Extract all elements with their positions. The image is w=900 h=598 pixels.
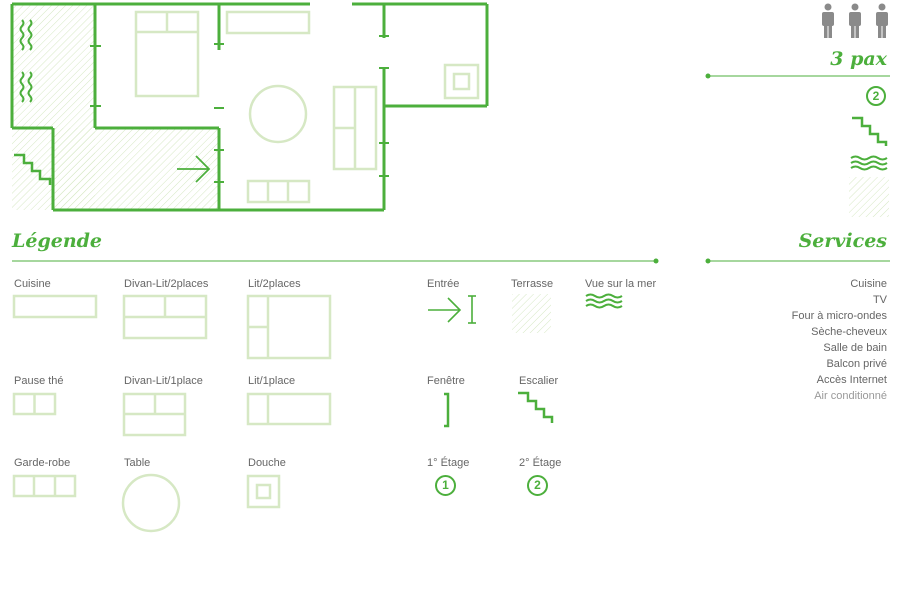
- header-divider: [705, 73, 890, 79]
- person-icon: [876, 3, 888, 38]
- furniture: [134, 10, 480, 204]
- floor-badge-number: 2: [872, 89, 880, 103]
- entrance-arrow-icon: [177, 155, 211, 183]
- window-symbol: [444, 392, 450, 428]
- service-item-unavailable: Air conditionné: [814, 390, 887, 402]
- entrance-symbol: [428, 295, 476, 324]
- occupancy-person-icons: [822, 3, 888, 38]
- legend-divider: [12, 258, 659, 264]
- service-item: Balcon privé: [826, 358, 887, 370]
- legend-label-fenetre: Fenêtre: [427, 375, 465, 387]
- stairs-icon: [852, 116, 888, 146]
- legend-label-escalier: Escalier: [519, 375, 559, 387]
- shower-symbol: [246, 474, 281, 509]
- legend-label-pause-the: Pause thé: [14, 375, 64, 387]
- sofa-bed-single-symbol: [122, 392, 187, 437]
- legend-label-etage-1: 1° Étage: [427, 457, 470, 469]
- person-icon: [822, 3, 834, 38]
- kitchen-symbol: [12, 294, 98, 319]
- service-item: TV: [872, 294, 887, 306]
- floor-badge: 2: [866, 86, 886, 106]
- floor-1-badge-number: 1: [442, 478, 449, 492]
- floor-1-badge: 1: [435, 475, 456, 496]
- double-bed-symbol: [246, 294, 332, 360]
- occupancy-label: 3 pax: [830, 48, 887, 70]
- floor-2-badge: 2: [527, 475, 548, 496]
- single-bed-symbol: [246, 392, 332, 426]
- service-item: Salle de bain: [823, 342, 887, 354]
- floor-2-badge-number: 2: [534, 478, 541, 492]
- tea-corner-symbol: [12, 392, 57, 416]
- service-item: Sèche-cheveux: [811, 326, 887, 338]
- legend-label-douche: Douche: [248, 457, 286, 469]
- terrace-icon: [849, 177, 889, 217]
- legend-label-entree: Entrée: [427, 278, 460, 290]
- wall-ticks: [90, 35, 389, 183]
- services-title: Services: [798, 230, 887, 252]
- sea-view-symbol: [585, 293, 623, 309]
- legend-label-lit-2: Lit/2places: [248, 278, 301, 290]
- legend-label-garde-robe: Garde-robe: [14, 457, 71, 469]
- stairs-symbol: [518, 391, 554, 423]
- legend-title: Légende: [12, 230, 103, 252]
- services-divider: [705, 258, 890, 264]
- legend-label-divan-lit-2: Divan-Lit/2places: [124, 278, 209, 290]
- sofa-bed-double-symbol: [122, 294, 208, 340]
- sea-view-icon: [19, 19, 33, 103]
- legend-label-cuisine: Cuisine: [14, 278, 51, 290]
- legend-label-etage-2: 2° Étage: [519, 457, 562, 469]
- service-item: Accès Internet: [816, 374, 887, 386]
- wardrobe-symbol: [12, 474, 77, 498]
- legend-label-vue-mer: Vue sur la mer: [585, 278, 657, 290]
- legend-label-table: Table: [124, 457, 151, 469]
- service-item: Four à micro-ondes: [791, 310, 887, 322]
- sea-view-icon: [850, 155, 888, 171]
- legend-label-divan-lit-1: Divan-Lit/1place: [124, 375, 203, 387]
- table-symbol: [121, 473, 181, 533]
- person-icon: [849, 3, 861, 38]
- legend-label-terrasse: Terrasse: [511, 278, 554, 290]
- legend-label-lit-1: Lit/1place: [248, 375, 296, 387]
- service-item: Cuisine: [850, 278, 887, 290]
- stairs-icon: [14, 153, 52, 185]
- walls: [10, 2, 489, 212]
- terrace-symbol: [512, 294, 551, 333]
